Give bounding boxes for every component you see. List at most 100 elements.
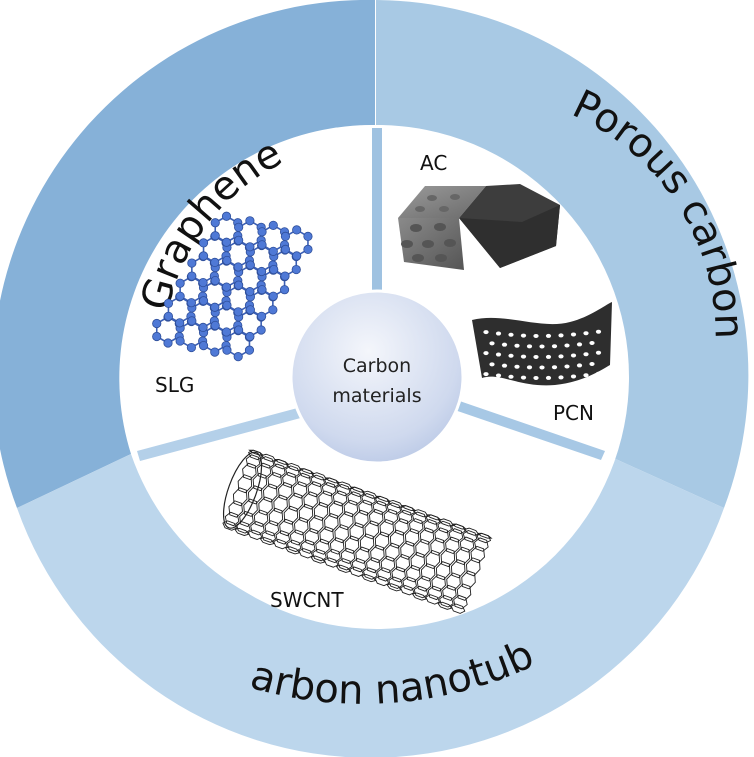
nanotube-hexagon	[425, 549, 441, 570]
nanotube-hexagon	[344, 535, 360, 554]
nanotube-hexagon	[349, 566, 364, 577]
nanotube-icon	[222, 449, 493, 614]
graphene-atom	[210, 347, 220, 357]
pcn-pore	[483, 372, 489, 377]
nanotube-hexagon	[286, 539, 302, 553]
nanotube-hexagon	[237, 474, 253, 494]
nanotube-hexagon	[250, 521, 265, 536]
nanotube-hexagon	[334, 524, 349, 544]
nanotube-hexagon	[337, 558, 353, 571]
graphene-atom	[268, 305, 278, 315]
nanotube-hexagon	[263, 483, 278, 503]
center-circle[interactable]	[289, 289, 465, 465]
graphene-atom	[234, 235, 244, 245]
graphene-atom	[163, 311, 174, 321]
nanotube-hexagon	[261, 453, 277, 462]
nanotube-hexagon	[307, 481, 323, 498]
ac-label: AC	[420, 151, 447, 175]
nanotube-hexagon	[267, 471, 282, 490]
nanotube-hexagon	[289, 529, 305, 546]
nanotube-hexagon	[370, 544, 385, 564]
pcn-pore	[508, 374, 514, 379]
graphene-atom	[198, 296, 209, 306]
nanotube-hexagon	[236, 521, 251, 534]
nanotube-hexagon	[455, 546, 471, 566]
graphene-atom	[234, 280, 244, 290]
graphene-atom	[280, 231, 291, 241]
nanotube-hexagon	[288, 492, 303, 512]
nanotube-hexagon	[324, 513, 339, 533]
graphene-atom	[175, 336, 185, 346]
nanotube-hexagon	[464, 527, 480, 536]
graphene-atom	[256, 266, 267, 277]
slg-label: SLG	[155, 373, 194, 397]
pcn-pore	[495, 352, 502, 357]
nanotube-hexagon	[232, 487, 248, 507]
graphene-atom	[256, 325, 266, 335]
nanotube-hexagon	[273, 538, 288, 550]
nanotube-hexagon	[411, 511, 427, 525]
pcn-pore	[533, 333, 539, 338]
nanotube-hexagon	[252, 472, 268, 492]
nanotube-hexagon	[400, 505, 415, 516]
nanotube-hexagon	[420, 563, 436, 582]
nanotube-hexagon	[285, 465, 300, 478]
nanotube-hexagon	[318, 490, 333, 508]
pcn-pore	[508, 332, 514, 337]
nanotube-hexagon	[450, 559, 466, 579]
pcn-pore	[551, 344, 558, 349]
graphene-atom	[152, 318, 162, 329]
nanotube-hexagon	[323, 557, 339, 568]
graphene-atom	[245, 242, 255, 252]
nanotube-hexagon	[374, 495, 390, 507]
nanotube-hexagon	[434, 527, 449, 544]
nanotube-hexagon	[437, 520, 452, 534]
nanotube-hexagon	[388, 499, 404, 509]
nanotube-hexagon	[319, 526, 334, 545]
graphene-atom	[222, 300, 232, 310]
pcn-pore	[495, 373, 502, 378]
nanotube-hexagon	[416, 575, 432, 592]
pcn-pore	[595, 329, 602, 334]
porous-carbon-sector[interactable]	[376, 0, 749, 508]
nanotube-hexagon	[332, 490, 348, 507]
nanotube-hexagon	[425, 514, 441, 525]
nanotube-hexagon	[292, 481, 308, 499]
graphene-atom	[245, 260, 255, 270]
pcn-pore	[583, 331, 589, 336]
nanotube-hexagon	[284, 546, 300, 555]
pcn-pore	[526, 365, 533, 370]
nanotube-hexagon	[402, 576, 417, 591]
graphene-atom	[210, 218, 220, 228]
graphene-atom	[268, 246, 278, 256]
graphene-atom	[234, 325, 244, 335]
nanotube-hexagon	[298, 548, 314, 559]
nanotube-hexagon	[351, 557, 367, 573]
pcn-pore	[539, 344, 545, 349]
nanotube-hexagon	[253, 509, 269, 527]
nanotube-hexagon	[377, 567, 392, 582]
pcn-pore	[558, 375, 564, 380]
graphene-atom	[292, 251, 302, 261]
graphene-atom	[234, 222, 244, 232]
nanotube-hexagon	[474, 537, 489, 552]
graphene-atom	[198, 340, 209, 351]
nanotube-hexagon	[362, 490, 378, 499]
graphene-sector[interactable]	[0, 0, 375, 508]
nanotube-hexagon	[439, 595, 454, 608]
nanotube-hexagon	[222, 520, 238, 531]
graphene-atom	[198, 238, 209, 248]
nanotube-hexagon	[395, 553, 410, 573]
nanotube-hexagon	[245, 454, 261, 469]
graphene-atom	[187, 258, 197, 268]
nanotube-hexagon	[258, 496, 273, 516]
pcn-pore	[589, 362, 595, 367]
graphene-atom	[257, 285, 267, 295]
center-title-line1: Carbon	[343, 355, 411, 377]
carbon-nanotube-sector[interactable]	[17, 454, 724, 757]
nanotube-hexagon	[419, 527, 435, 545]
pcn-pore	[501, 342, 508, 347]
nanotube-hexagon	[456, 583, 472, 601]
nanotube-hexagon	[425, 594, 441, 605]
graphene-atom	[233, 352, 243, 362]
